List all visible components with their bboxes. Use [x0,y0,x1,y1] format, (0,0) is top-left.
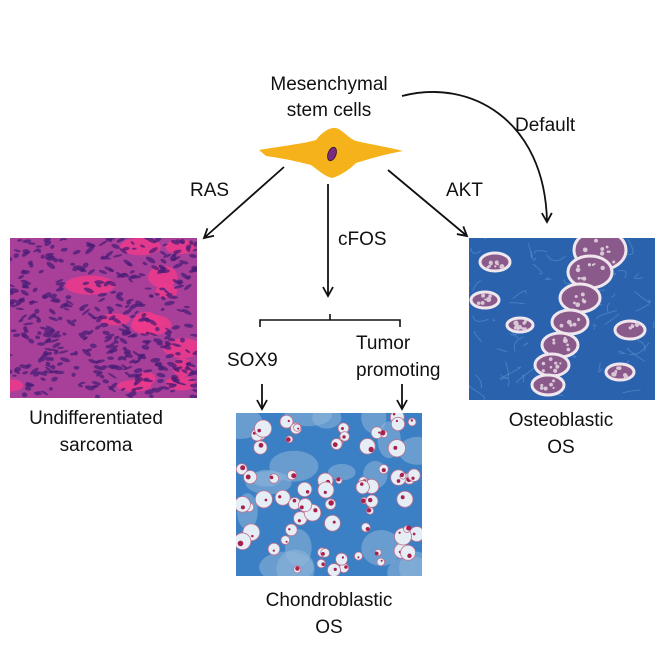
msc-label-line2: stem cells [287,100,371,121]
osteo-label-line1: Osteoblastic [509,410,614,431]
arrow-akt [387,169,469,238]
undifferentiated-sarcoma-image [10,238,197,398]
osteo-label-line2: OS [547,437,574,458]
stem-cell-icon [259,127,403,178]
arrow-default [401,91,553,224]
tumor-promoting-label-line1: Tumor [356,333,411,354]
default-label: Default [515,115,576,136]
akt-label: AKT [446,180,483,201]
msc-label-line1: Mesenchymal [270,74,387,95]
tumor-promoting-label-line2: promoting [356,360,441,381]
undiff-label-line1: Undifferentiated [29,408,163,429]
osteoblastic-os-image [469,238,655,400]
cfos-label: cFOS [338,229,387,250]
nucleus-icon [327,146,337,162]
sox9-label: SOX9 [227,350,278,371]
ras-label: RAS [190,180,229,201]
arrow-ras [202,166,285,240]
undiff-label-line2: sarcoma [60,435,133,456]
chondro-label-line2: OS [315,617,342,638]
chondro-label-line1: Chondroblastic [266,590,393,611]
chondroblastic-os-image [236,413,422,576]
branch-bracket [259,314,401,327]
